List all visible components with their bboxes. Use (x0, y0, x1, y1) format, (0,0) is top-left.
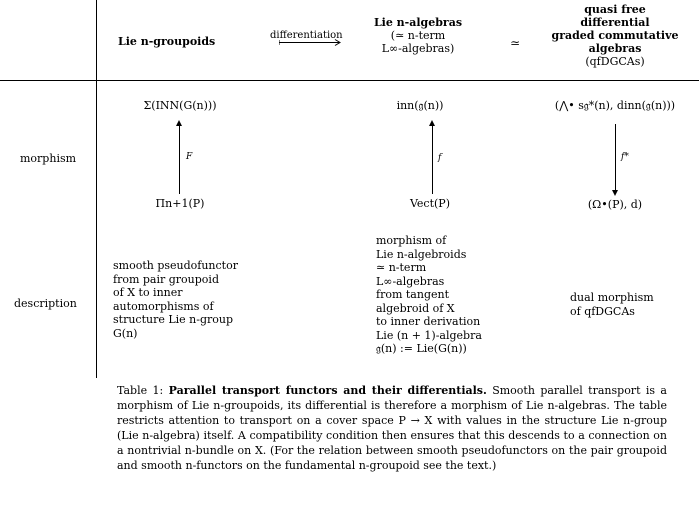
header-col3-line2: differential (580, 16, 650, 29)
col2-arrow-shaft (432, 124, 433, 194)
differentiation-arrow-icon (279, 39, 341, 46)
col3-arrow-down-icon (612, 190, 618, 196)
header-qfdgca: quasi free differential graded commutati… (540, 3, 690, 68)
col3-arrow-label: f* (621, 152, 629, 162)
table-caption: Table 1: Parallel transport functors and… (117, 383, 667, 473)
caption-title: Parallel transport functors and their di… (168, 384, 487, 397)
col1-bottom-object: Πn+1(P) (155, 197, 205, 210)
header-col2-title: Lie n-algebras (373, 16, 463, 29)
table-horizontal-rule (0, 80, 699, 81)
desc-col2-line: Lie n-algebroids (376, 247, 467, 261)
desc-col2-line: ≃ n-term (376, 261, 427, 274)
desc-col1-line: automorphisms of (113, 299, 214, 313)
col1-arrow-shaft (179, 124, 180, 194)
desc-col3-line: dual morphism (570, 291, 654, 304)
desc-col1-line: structure Lie n-group (113, 313, 234, 326)
col2-arrow-up-icon (429, 120, 435, 126)
desc-col2-line: Lie (n + 1)-algebra (376, 328, 482, 342)
header-lie-n-algebras: Lie n-algebras (≃ n-term L∞-algebras) (366, 16, 470, 55)
desc-col2-line: to inner derivation (376, 315, 481, 328)
col3-bottom-object: (Ω•(P), d) (587, 198, 643, 211)
table-vertical-rule (96, 0, 97, 378)
caption-body: Smooth parallel transport is a morphism … (117, 384, 667, 472)
row-label-description: description (14, 297, 77, 310)
header-differentiation: differentiation (270, 30, 343, 41)
description-col3: dual morphism of qfDGCAs (570, 291, 654, 318)
desc-col3-line: of qfDGCAs (570, 304, 635, 318)
header-col3-line5: (qfDGCAs) (585, 55, 645, 68)
desc-col1-line: smooth pseudofunctor (113, 259, 238, 272)
caption-prefix: Table 1: (117, 384, 169, 397)
description-col1: smooth pseudofunctor from pair groupoid … (113, 259, 238, 340)
desc-col2-line: L∞-algebras (376, 274, 445, 288)
desc-col1-line: G(n) (113, 326, 138, 340)
desc-col2-line: morphism of (376, 234, 447, 247)
header-col2-sub2: L∞-algebras) (381, 42, 455, 55)
desc-col2-line: from tangent (376, 288, 449, 301)
header-col3-line4: algebras (588, 42, 642, 55)
col2-top-object: inn(𝔤(n)) (396, 99, 444, 112)
col3-arrow-shaft (615, 124, 616, 190)
row-label-morphism: morphism (20, 152, 77, 165)
desc-col2-line: 𝔤(n) := Lie(G(n)) (376, 342, 467, 355)
desc-col1-line: from pair groupoid (113, 272, 219, 286)
col1-arrow-label: F (186, 152, 193, 162)
description-col2: morphism of Lie n-algebroids ≃ n-term L∞… (376, 234, 482, 356)
col2-bottom-object: Vect(P) (409, 197, 450, 210)
header-lie-n-groupoids: Lie n-groupoids (118, 35, 216, 48)
header-col3-line1: quasi free (584, 3, 646, 16)
col3-top-object: (⋀• s𝔤*(n), dinn(𝔤(n))) (554, 99, 676, 112)
desc-col1-line: of X to inner (113, 286, 183, 299)
header-col3-line3: graded commutative (551, 29, 679, 42)
desc-col2-line: algebroid of X (376, 301, 455, 315)
col1-arrow-up-icon (176, 120, 182, 126)
header-simeq: ≃ (510, 36, 521, 50)
header-col2-sub1: (≃ n-term (390, 29, 446, 42)
col2-arrow-label: f (438, 153, 442, 163)
col1-top-object: Σ(INN(G(n))) (143, 99, 217, 112)
